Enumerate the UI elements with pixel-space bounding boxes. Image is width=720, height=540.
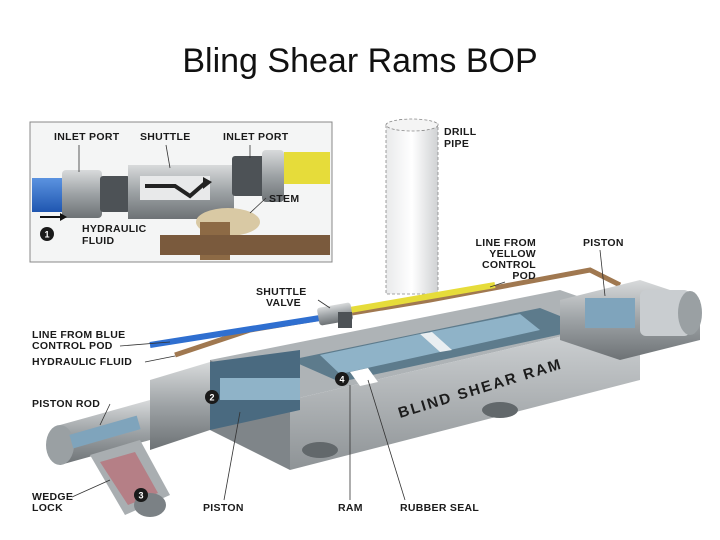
marker-3: 3 [134, 488, 148, 502]
label-stem: STEM [269, 193, 299, 205]
svg-text:2: 2 [209, 393, 214, 403]
label-ram: RAM [338, 502, 363, 514]
inset-left-fitting [62, 170, 102, 218]
svg-text:4: 4 [339, 375, 344, 385]
label-inlet-port-left: INLET PORT [54, 131, 120, 143]
hydraulic-line [174, 267, 622, 358]
ram-right [430, 314, 540, 350]
slide-title: Bling Shear Rams BOP [182, 42, 538, 80]
shuttle-inset: 1 INLET PORT SHUTTLE INLET PORT STEM HYD… [29, 121, 333, 263]
rubber-seal-shape [350, 368, 378, 386]
svg-text:3: 3 [138, 491, 143, 501]
label-inlet-port-right: INLET PORT [223, 131, 289, 143]
label-yellow-4: POD [512, 270, 536, 282]
label-shuttle: SHUTTLE [140, 131, 191, 143]
label-piston-bottom: PISTON [203, 502, 244, 514]
right-piston-assembly [560, 280, 702, 360]
marker-2: 2 [205, 390, 219, 404]
label-piston-top: PISTON [583, 237, 624, 249]
label-blue-2: CONTROL POD [32, 340, 113, 352]
label-yellow-3: CONTROL [482, 259, 536, 271]
blue-control-line [149, 315, 321, 348]
label-drill-1: DRILL [444, 126, 477, 138]
inset-right-fitting [262, 150, 284, 202]
label-hydraulic-line2: FLUID [82, 235, 115, 247]
bop-body: BLIND SHEAR RAM [210, 290, 640, 470]
inset-yellow-pipe [284, 152, 330, 184]
label-rubber-seal: RUBBER SEAL [400, 502, 479, 514]
label-shuttle-valve-1: SHUTTLE [256, 286, 307, 298]
inset-hydraulic-pipe [160, 235, 330, 255]
shuttle-valve [317, 302, 353, 328]
label-wedge-1: WEDGE [32, 491, 73, 503]
inset-arrowhead [203, 177, 212, 189]
inset-flow-arrow [145, 181, 207, 199]
marker-4: 4 [335, 372, 349, 386]
label-shuttle-valve-2: VALVE [266, 297, 301, 309]
ram-left [320, 334, 440, 374]
yellow-control-line [349, 282, 496, 313]
label-piston-rod: PISTON ROD [32, 398, 100, 410]
label-wedge-2: LOCK [32, 502, 63, 514]
left-piston-assembly [46, 350, 300, 517]
label-blue-1: LINE FROM BLUE [32, 329, 125, 341]
label-yellow-1: LINE FROM [476, 237, 536, 249]
inset-right-nut [232, 156, 266, 196]
body-front [290, 318, 640, 470]
inset-left-nut [100, 176, 130, 212]
label-hydraulic-fluid: HYDRAULIC FLUID [32, 356, 132, 368]
svg-text:1: 1 [44, 230, 49, 240]
label-hydraulic-line1: HYDRAULIC [82, 223, 147, 235]
label-yellow-2: YELLOW [489, 248, 536, 260]
drill-pipe [385, 118, 439, 295]
label-drill-2: PIPE [444, 138, 469, 150]
marker-1 [40, 227, 54, 241]
